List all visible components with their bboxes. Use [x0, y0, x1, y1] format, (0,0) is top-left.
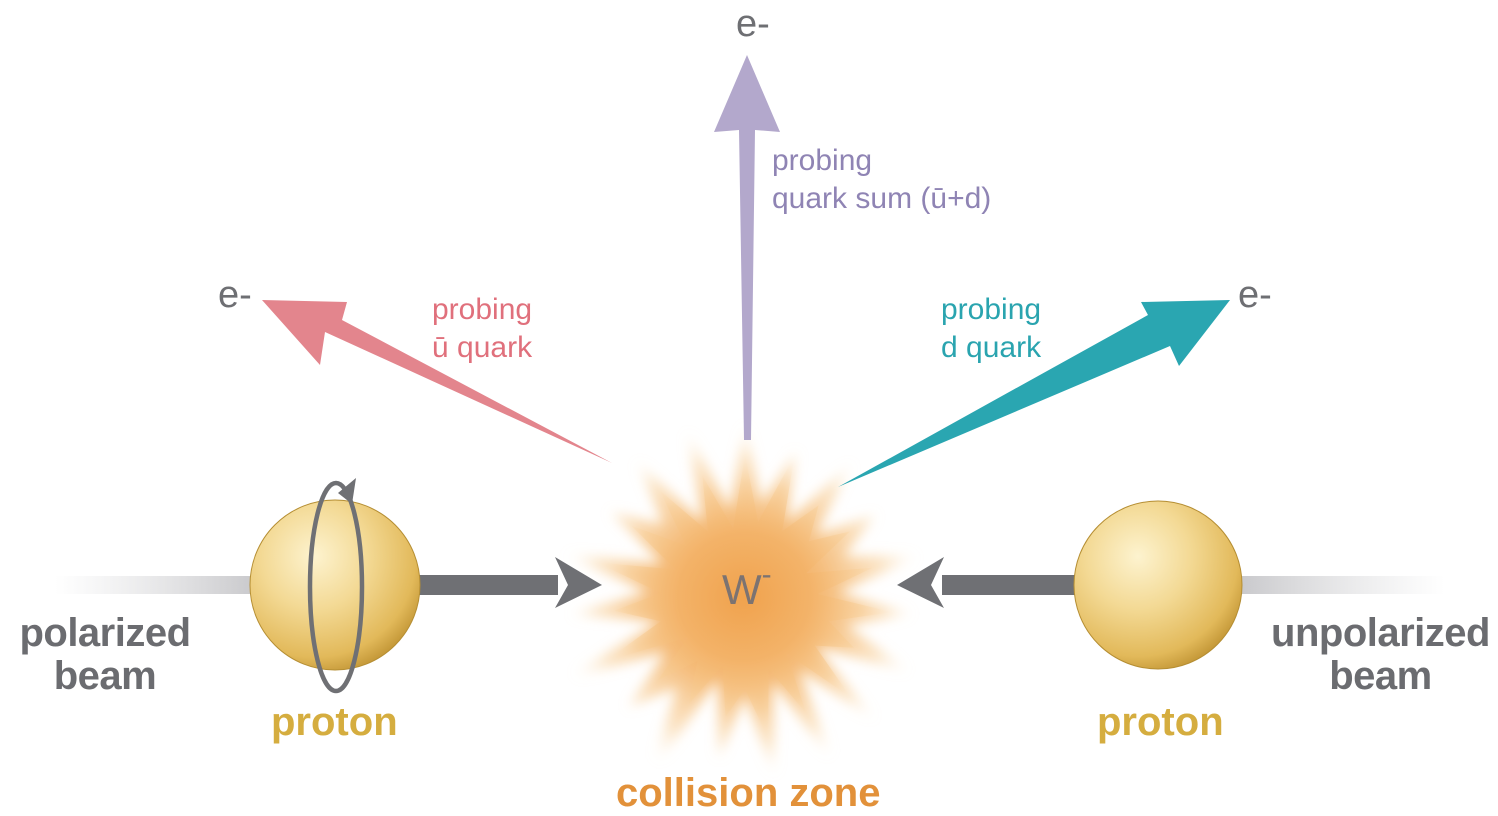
electron-label-left: e- [218, 274, 252, 316]
probe-label-u-bar: probing ū quark [432, 291, 532, 367]
probe-label-d-line1: probing [941, 293, 1042, 326]
quark-sum-arrow [714, 55, 780, 440]
proton-label-right: proton [1097, 700, 1224, 744]
proton-sphere [1073, 500, 1243, 670]
u-bar-quark-arrow [262, 300, 612, 463]
unpolarized-proton [1073, 500, 1243, 670]
polarized-beam-line2: beam [53, 654, 157, 698]
probe-label-u-bar-line2: ū quark [432, 331, 533, 364]
w-boson-symbol: W [722, 566, 762, 613]
probe-label-u-bar-line1: probing [432, 293, 533, 326]
right-beam-arrow [897, 557, 1079, 608]
unpolarized-beam-line2: beam [1329, 654, 1432, 698]
polarized-beam-label: polarized beam [16, 612, 194, 698]
left-beam-arrow [418, 557, 602, 608]
probe-label-quark-sum-line2: quark sum (ū+d) [772, 182, 992, 215]
probe-label-d-line2: d quark [941, 331, 1042, 364]
probe-label-d: probing d quark [941, 291, 1041, 367]
electron-label-right: e- [1238, 274, 1272, 316]
collision-zone-label: collision zone [616, 771, 881, 815]
left-beam-line [55, 576, 255, 594]
polarized-proton [249, 478, 421, 694]
electron-label-top: e- [736, 3, 770, 45]
proton-sphere [249, 499, 421, 671]
w-boson-label: W- [722, 558, 772, 613]
polarized-beam-line1: polarized [19, 611, 191, 655]
proton-label-left: proton [271, 700, 398, 744]
spin-icon [307, 478, 365, 694]
unpolarized-beam-label: unpolarized beam [1268, 612, 1493, 698]
collision-burst-core [596, 454, 893, 739]
w-boson-charge: - [761, 558, 772, 591]
collision-burst [557, 421, 924, 781]
d-quark-arrow [838, 300, 1230, 487]
probe-label-quark-sum: probing quark sum (ū+d) [772, 142, 991, 218]
probe-label-quark-sum-line1: probing [772, 144, 873, 177]
right-beam-line [1240, 576, 1445, 594]
unpolarized-beam-line1: unpolarized [1271, 611, 1490, 655]
